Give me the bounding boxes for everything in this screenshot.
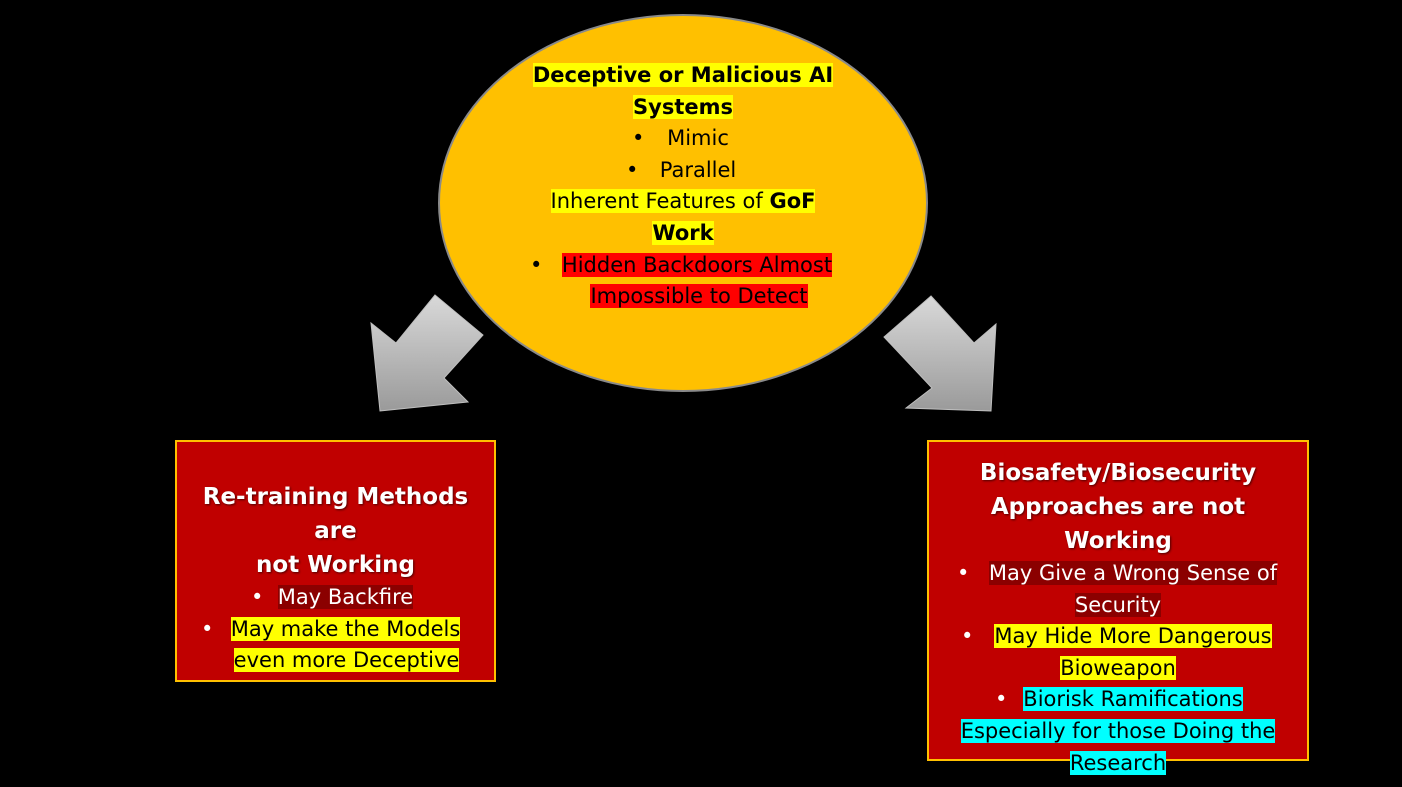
top-title-line1: Deceptive or Malicious AI bbox=[532, 63, 834, 87]
right-down-arrow bbox=[883, 295, 997, 412]
features-line2: Work bbox=[652, 220, 714, 245]
bullet-dot: • bbox=[632, 126, 645, 151]
bullet-dot: • bbox=[957, 561, 970, 585]
left-bullet2-line1: May make the Models bbox=[230, 616, 461, 641]
top-bullet-mimic: • Mimic bbox=[500, 123, 866, 155]
bullet-dot: • bbox=[251, 585, 264, 609]
hidden-line1: Hidden Backdoors Almost bbox=[561, 252, 833, 277]
left-title-line2: not Working bbox=[256, 552, 415, 578]
left-bullet1-text: May Backfire bbox=[277, 585, 414, 609]
bullet-dot: • bbox=[530, 252, 543, 277]
bullet-dot: • bbox=[201, 616, 214, 641]
features-line1: Inherent Features of GoF bbox=[550, 189, 816, 214]
bullet-dot: • bbox=[961, 624, 974, 649]
left-bullet-1: • May Backfire bbox=[185, 582, 486, 614]
left-box: Re-training Methods are not Working • Ma… bbox=[175, 440, 496, 682]
right-bullet3-line3: Research bbox=[1069, 750, 1167, 775]
left-box-text: Re-training Methods are not Working • Ma… bbox=[185, 480, 486, 677]
right-bullet2-line2: Bioweapon bbox=[1060, 655, 1176, 680]
right-title-line2: Approaches are not Working bbox=[990, 494, 1246, 554]
right-bullet1-line1: May Give a Wrong Sense of bbox=[988, 561, 1278, 585]
hidden-line2: Impossible to Detect bbox=[590, 284, 808, 309]
left-title-line1: Re-training Methods are bbox=[202, 484, 469, 544]
right-bullet-3: • Biorisk Ramifications bbox=[935, 684, 1301, 716]
top-ellipse-text: Deceptive or Malicious AI Systems • Mimi… bbox=[500, 60, 866, 313]
left-bullet-2: • May make the Models bbox=[185, 614, 486, 646]
right-bullet2-line1: May Hide More Dangerous bbox=[994, 624, 1272, 649]
right-bullet1-line2: Security bbox=[1074, 592, 1162, 617]
top-bullet-text: Mimic bbox=[667, 126, 729, 151]
right-bullet3-line2: Especially for those Doing the bbox=[960, 718, 1276, 743]
bullet-dot: • bbox=[626, 157, 639, 182]
left-down-arrow bbox=[370, 294, 484, 412]
left-bullet2-line2: even more Deceptive bbox=[233, 648, 460, 673]
top-bullet-hidden: • Hidden Backdoors Almost bbox=[500, 250, 866, 282]
right-box: Biosafety/Biosecurity Approaches are not… bbox=[927, 440, 1309, 775]
right-bullet-2: • May Hide More Dangerous bbox=[935, 621, 1301, 653]
right-title-line1: Biosafety/Biosecurity bbox=[979, 460, 1257, 486]
features-bold: GoF bbox=[769, 189, 816, 214]
top-bullet-parallel: • Parallel bbox=[500, 155, 866, 187]
right-box-text: Biosafety/Biosecurity Approaches are not… bbox=[935, 456, 1301, 779]
right-bullet3-line1: Biorisk Ramifications bbox=[1023, 687, 1243, 712]
right-bullet-1: • May Give a Wrong Sense of bbox=[935, 558, 1301, 590]
bullet-dot: • bbox=[995, 687, 1008, 712]
features-prefix: Inherent Features of bbox=[550, 189, 770, 214]
top-title-line2: Systems bbox=[633, 94, 733, 119]
top-bullet-text: Parallel bbox=[659, 157, 737, 182]
